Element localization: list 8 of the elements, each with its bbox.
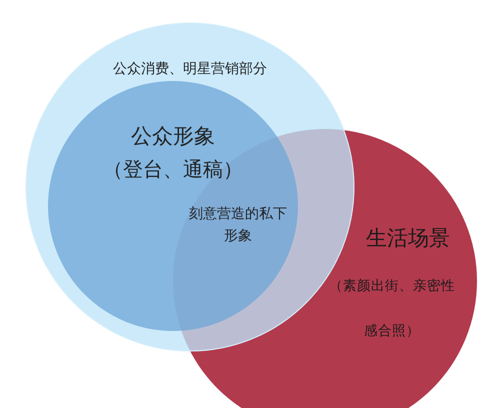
circle-heading: 生活场景 [365, 225, 451, 252]
overlap-label: 刻意营造的私下形象 [188, 205, 288, 246]
circle-subtext: （素颜出街、亲密性感合照） [328, 277, 456, 341]
circle-subtext: （登台、通稿） [102, 156, 244, 183]
circle-heading: 公众形象 [130, 123, 216, 150]
venn-circle [47, 80, 299, 332]
circle-heading: 公众消费、明星营销部分 [112, 60, 268, 78]
venn-circle [25, 22, 355, 352]
